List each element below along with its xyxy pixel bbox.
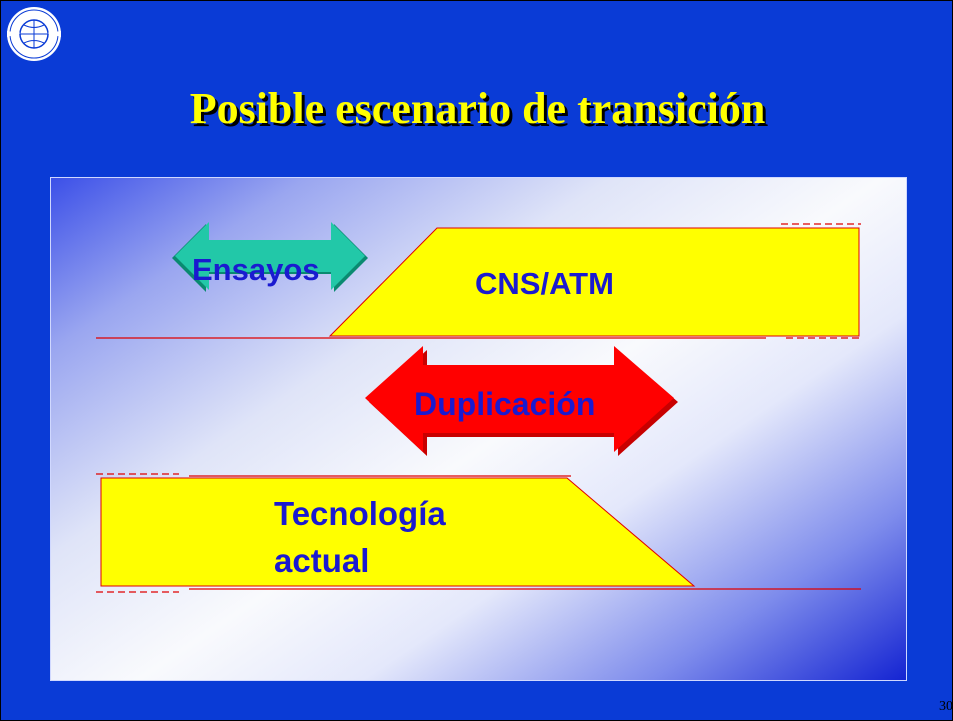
- diagram-panel: CNS/ATM Ensayos Duplicación Tecnología a…: [50, 177, 907, 681]
- page-number: 30: [939, 699, 953, 714]
- tecnologia-label-line1: Tecnología: [274, 495, 446, 532]
- slide-title: Posible escenario de transición: [189, 84, 766, 133]
- tecnologia-actual-block: [96, 473, 861, 593]
- transition-diagram: [96, 222, 861, 593]
- tecnologia-label-line2: actual: [274, 542, 370, 579]
- ensayos-label: Ensayos: [192, 252, 320, 287]
- icao-emblem-icon: [7, 7, 61, 61]
- cns-atm-block: [96, 223, 861, 339]
- tecnologia-actual-label: Tecnología actual: [274, 490, 446, 584]
- ensayos-arrow: [172, 222, 368, 292]
- duplicacion-label: Duplicación: [414, 386, 596, 422]
- cns-atm-label: CNS/ATM: [475, 266, 614, 301]
- duplicacion-arrow: [365, 346, 678, 456]
